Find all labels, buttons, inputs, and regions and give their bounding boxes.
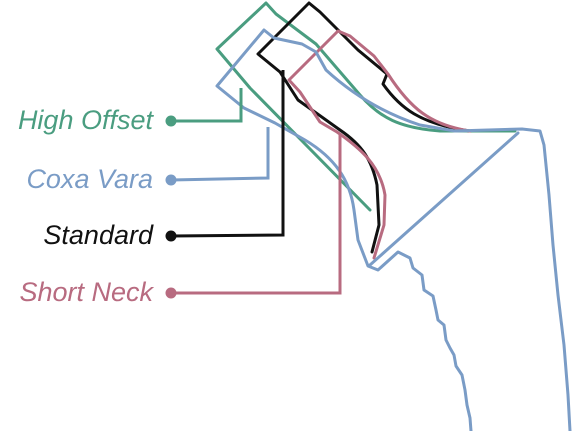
standard-dot bbox=[165, 230, 177, 242]
high-offset-outline bbox=[215, 1, 517, 212]
high-offset-dot bbox=[165, 115, 177, 127]
standard-label: Standard bbox=[43, 220, 154, 250]
coxa-vara-label: Coxa Vara bbox=[26, 164, 153, 194]
high-offset-leader bbox=[171, 88, 243, 123]
coxa-vara-leader bbox=[170, 127, 270, 182]
standard-leader bbox=[170, 70, 285, 238]
short-neck-leader bbox=[171, 133, 342, 295]
coxa-vara-outline bbox=[215, 28, 572, 431]
short-neck-outline bbox=[287, 29, 472, 260]
high-offset-label: High Offset bbox=[18, 105, 155, 135]
short-neck-dot bbox=[165, 287, 177, 299]
short-neck-label: Short Neck bbox=[19, 277, 154, 307]
coxa-vara-dot bbox=[165, 174, 177, 186]
